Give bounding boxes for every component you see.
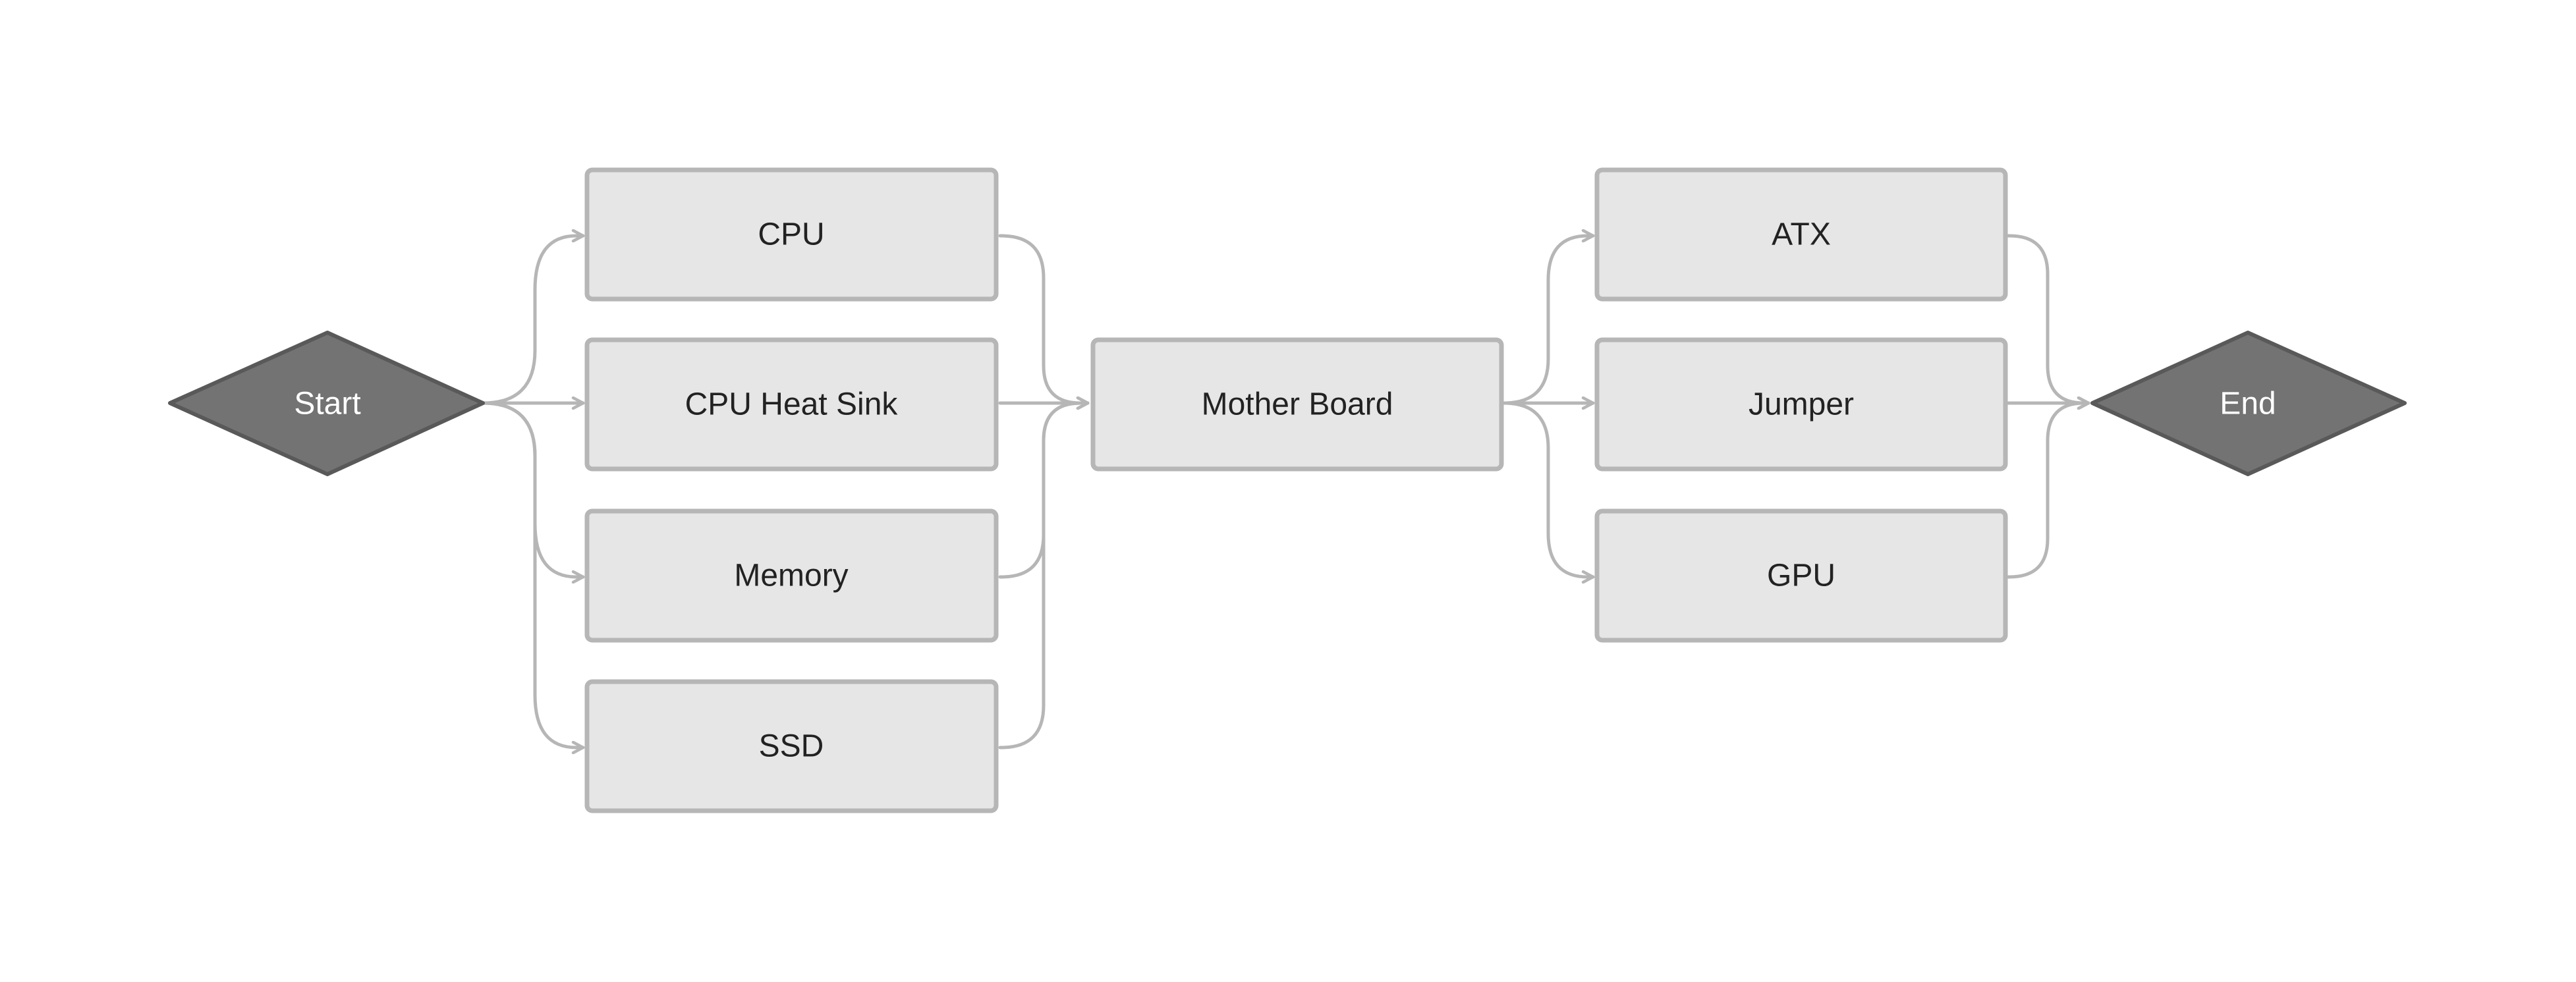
- connector-cpu-to-mother-board: [998, 234, 1090, 403]
- mother-board-node[interactable]: Mother Board: [1090, 337, 1504, 472]
- start-label: Start: [294, 387, 360, 422]
- ssd-label: SSD: [759, 729, 824, 764]
- end-label: End: [2220, 387, 2276, 422]
- connector-start-to-ssd: [481, 401, 585, 748]
- cpu-label: CPU: [758, 217, 824, 252]
- start-node[interactable]: Start: [168, 331, 485, 476]
- jumper-label: Jumper: [1749, 387, 1854, 422]
- connector-gpu-to-end: [2005, 403, 2090, 579]
- gpu-label: GPU: [1767, 559, 1835, 593]
- connectors-mother-board-to-expansions: [1501, 236, 1595, 577]
- cpu-heat-sink-node[interactable]: CPU Heat Sink: [584, 337, 999, 472]
- connector-mother-board-to-atx: [1501, 236, 1595, 405]
- connector-start-to-cpu: [481, 236, 585, 405]
- atx-node[interactable]: ATX: [1594, 167, 2008, 302]
- connector-atx-to-end: [2005, 234, 2090, 403]
- gpu-node[interactable]: GPU: [1594, 508, 2008, 643]
- cpu-heat-sink-label: CPU Heat Sink: [685, 387, 899, 422]
- connector-mother-board-to-gpu: [1501, 401, 1595, 577]
- connectors-components-to-mother-board: [998, 234, 1090, 750]
- jumper-node[interactable]: Jumper: [1594, 337, 2008, 472]
- mother-board-label: Mother Board: [1202, 387, 1393, 422]
- memory-label: Memory: [734, 559, 848, 593]
- cpu-node[interactable]: CPU: [584, 167, 999, 302]
- connectors-start-to-components: [481, 236, 585, 748]
- memory-node[interactable]: Memory: [584, 508, 999, 643]
- connector-ssd-to-mother-board: [998, 403, 1090, 750]
- atx-label: ATX: [1772, 217, 1831, 252]
- end-node[interactable]: End: [2090, 331, 2407, 476]
- connectors-expansions-to-end: [2005, 234, 2090, 579]
- ssd-node[interactable]: SSD: [584, 679, 999, 813]
- connector-start-to-memory: [481, 401, 585, 577]
